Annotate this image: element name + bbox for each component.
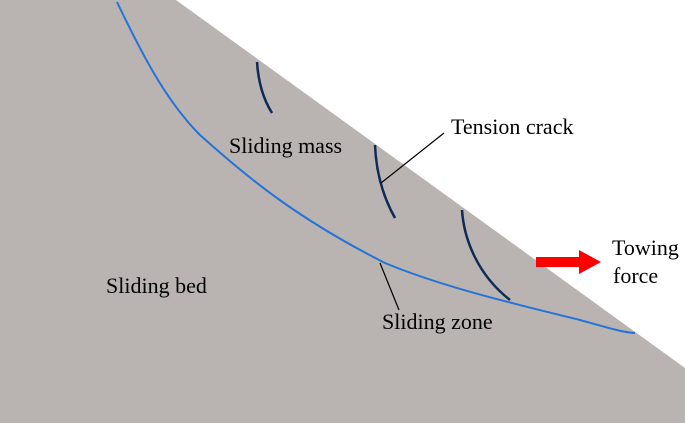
tension-crack-1 — [255, 61, 274, 114]
sliding-zone-leader-line — [379, 262, 400, 311]
tension-crack-leader-line — [380, 132, 445, 184]
tension-crack-3 — [460, 209, 511, 301]
tension-crack-2 — [373, 144, 397, 219]
sliding-surface-line — [116, 1, 636, 334]
tension-crack-label: Tension crack — [451, 114, 573, 139]
towing-force-arrow-shaft — [536, 257, 582, 267]
towing-force-arrow — [536, 250, 601, 274]
sliding-mass-label: Sliding mass — [229, 133, 342, 158]
towing-force-label-line1: Towing — [612, 235, 679, 260]
towing-force-arrow-head — [579, 250, 601, 274]
towing-force-label-line2: force — [613, 263, 658, 288]
sliding-bed-label: Sliding bed — [106, 273, 207, 298]
sliding-zone-label: Sliding zone — [382, 309, 493, 334]
